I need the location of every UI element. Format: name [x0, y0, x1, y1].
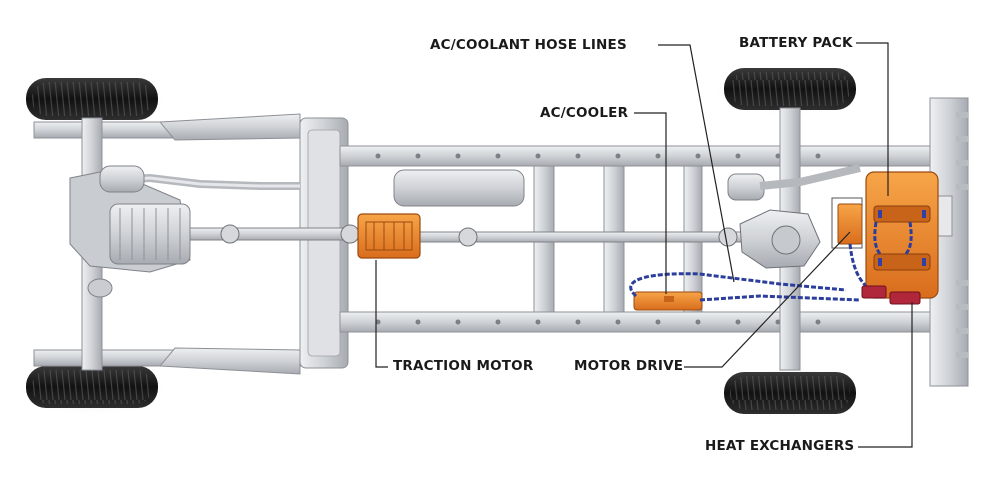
ac-coolant-hose-lines-label: AC/COOLANT HOSE LINES — [430, 37, 627, 53]
traction-motor — [357, 213, 421, 259]
exhaust-system — [99, 164, 861, 207]
heat-exchangers — [861, 285, 921, 305]
battery-pack — [865, 171, 939, 299]
battery-pack-label: BATTERY PACK — [739, 35, 853, 51]
rear-differential — [739, 209, 821, 269]
front-left-tire — [12, 70, 172, 130]
ac-cooler-label: AC/COOLER — [540, 105, 629, 121]
rear-right-tire — [710, 364, 870, 420]
rear-left-tire — [710, 62, 870, 118]
motor-drive — [831, 197, 863, 249]
transmission — [69, 169, 191, 298]
motor-drive-label: MOTOR DRIVE — [574, 358, 684, 374]
front-right-tire — [12, 358, 172, 418]
ac-cooler — [633, 291, 703, 311]
leader-lines — [375, 42, 913, 448]
frame-rails — [339, 107, 941, 371]
traction-motor-label: TRACTION MOTOR — [393, 358, 534, 374]
heat-exchangers-label: HEAT EXCHANGERS — [705, 438, 855, 454]
ac-coolant-hose-lines — [629, 221, 913, 302]
